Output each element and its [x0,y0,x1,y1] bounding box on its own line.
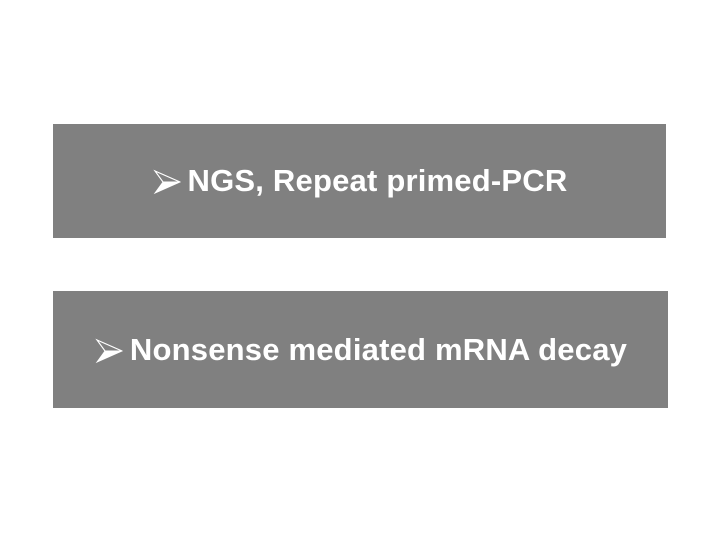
bullet-line: NGS, Repeat primed-PCR [53,163,666,199]
bullet-text-ngs: NGS, Repeat primed-PCR [187,163,568,199]
bullet-block-ngs: NGS, Repeat primed-PCR [53,124,666,238]
bullet-text-nmd: Nonsense mediated mRNA decay [129,331,628,367]
arrowhead-bullet-icon [152,169,182,195]
arrowhead-bullet-icon [94,338,124,364]
bullet-line: Nonsense mediated mRNA decay [53,332,668,368]
bullet-block-nmd: Nonsense mediated mRNA decay [53,291,668,408]
